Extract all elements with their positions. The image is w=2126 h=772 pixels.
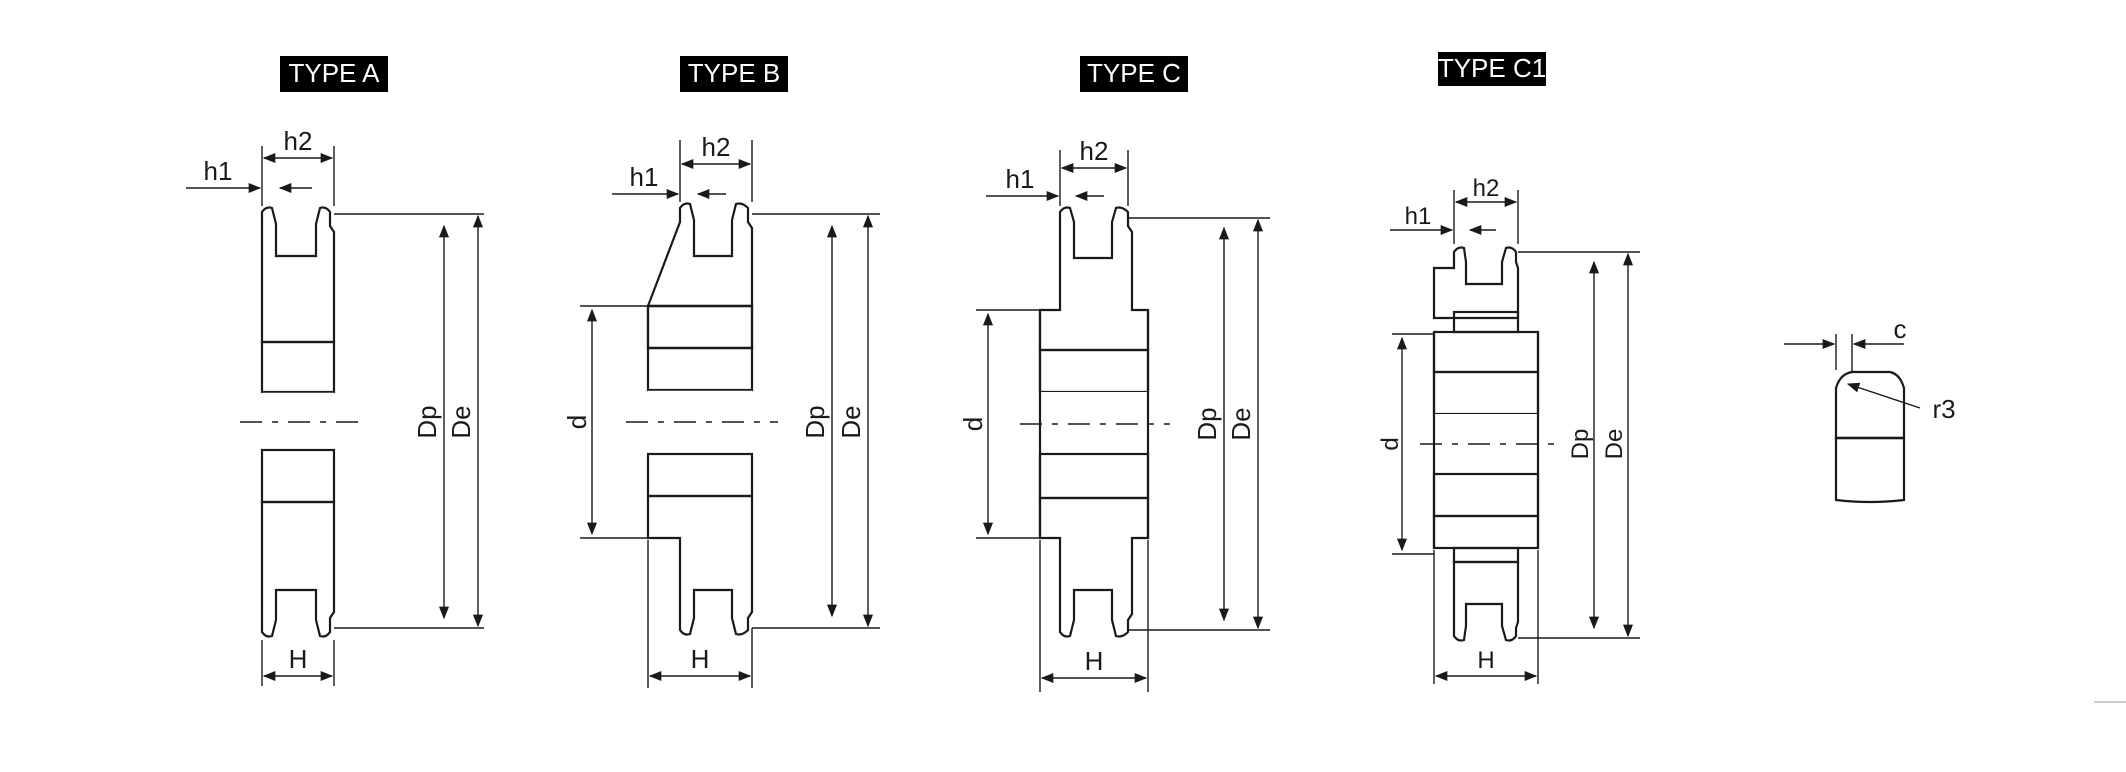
type-b-De-label: De	[836, 405, 866, 438]
type-c1-lower-hub	[1432, 472, 1540, 518]
type-a-lower-web	[260, 500, 336, 638]
type-a-title: TYPE A	[288, 58, 380, 88]
type-a-title-box	[280, 56, 388, 92]
type-c1-title-box	[1438, 52, 1546, 86]
type-c1-h1-label: h1	[1405, 203, 1432, 230]
type-c-d-label: d	[958, 417, 988, 431]
tooth-c-label: c	[1894, 314, 1907, 344]
type-a-lower-hub	[260, 448, 336, 504]
type-b-h2-label: h2	[702, 132, 731, 162]
type-b-d-label: d	[562, 415, 592, 429]
type-c1-figure: TYPE C1 H h2 h1 d Dp De	[1377, 52, 1640, 684]
type-b-figure: TYPE B H h2 h1 d Dp De	[562, 56, 880, 688]
type-c1-h2-label: h2	[1473, 175, 1500, 202]
type-b-upper-web	[646, 202, 754, 308]
type-a-upper-hub	[260, 340, 336, 394]
type-c-Dp-label: Dp	[1192, 407, 1222, 440]
type-a-upper-web	[260, 206, 336, 344]
type-a-H-label: H	[289, 644, 308, 674]
type-b-Dp-label: Dp	[800, 405, 830, 438]
type-c1-upper-web	[1432, 246, 1520, 320]
tooth-profile-detail: c r3	[1784, 314, 1956, 504]
type-c-h1-label: h1	[1006, 164, 1035, 194]
type-b-lower-hub	[646, 452, 754, 498]
tooth-r3-label: r3	[1932, 394, 1955, 424]
type-b-lower-web	[646, 494, 754, 636]
type-a-h1-label: h1	[204, 156, 233, 186]
type-c1-H-label: H	[1477, 647, 1494, 674]
type-c1-upper-hub	[1432, 370, 1540, 416]
type-b-title-box	[680, 56, 788, 92]
type-a-De-label: De	[446, 405, 476, 438]
type-c-h2-label: h2	[1080, 136, 1109, 166]
tooth-body	[1834, 436, 1906, 504]
type-b-title: TYPE B	[688, 58, 780, 88]
type-c-H-label: H	[1085, 646, 1104, 676]
type-c1-lower-web	[1452, 560, 1520, 642]
type-a-h2-label: h2	[284, 126, 313, 156]
type-b-upper-hub	[646, 346, 754, 392]
type-c1-d-label: d	[1377, 437, 1404, 450]
tooth-top	[1834, 370, 1906, 440]
type-c-De-label: De	[1226, 407, 1256, 440]
type-c-title: TYPE C	[1087, 58, 1181, 88]
type-c1-title: TYPE C1	[1438, 53, 1546, 83]
type-a-figure: TYPE A H h2 h1 Dp De	[186, 56, 484, 686]
type-c-lower-web	[1038, 496, 1150, 638]
type-c1-Dp-label: Dp	[1567, 429, 1594, 460]
type-c-upper-hub	[1038, 348, 1150, 394]
type-b-H-label: H	[691, 644, 710, 674]
type-b-h1-label: h1	[630, 162, 659, 192]
type-c-title-box	[1080, 56, 1188, 92]
type-c-upper-web	[1038, 206, 1150, 352]
type-c-figure: TYPE C H h2 h1 d Dp De	[958, 56, 1270, 692]
type-c-lower-hub	[1038, 452, 1150, 500]
type-a-Dp-label: Dp	[412, 405, 442, 438]
type-c1-De-label: De	[1601, 429, 1628, 460]
